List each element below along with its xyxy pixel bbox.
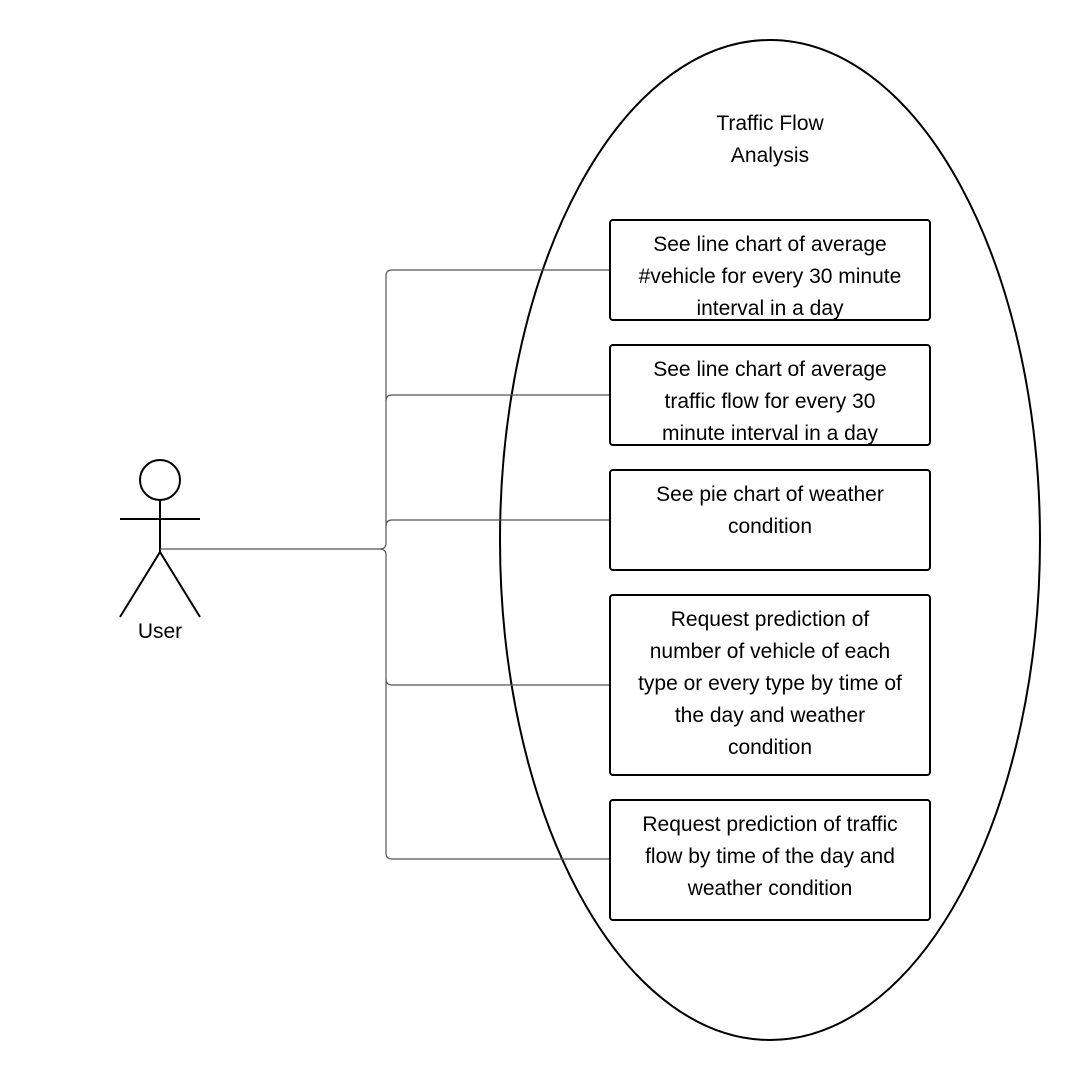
usecase-label: See pie chart of weather condition xyxy=(656,483,884,538)
usecase-label: See line chart of average #vehicle for e… xyxy=(638,233,902,320)
connector-usecase-2 xyxy=(385,394,610,402)
usecase-predict-vehicle-count[interactable]: Request prediction of number of vehicle … xyxy=(609,594,931,776)
usecase-avg-traffic-flow-line-chart[interactable]: See line chart of average traffic flow f… xyxy=(609,344,931,446)
association-connectors xyxy=(160,269,610,860)
usecase-label: Request prediction of traffic flow by ti… xyxy=(642,813,898,900)
usecase-predict-traffic-flow[interactable]: Request prediction of traffic flow by ti… xyxy=(609,799,931,921)
usecase-label: See line chart of average traffic flow f… xyxy=(653,358,887,445)
usecase-avg-vehicle-line-chart[interactable]: See line chart of average #vehicle for e… xyxy=(609,219,931,321)
system-title-line2: Analysis xyxy=(730,144,810,167)
system-title: Traffic Flow Analysis xyxy=(670,108,870,172)
system-boundary xyxy=(499,39,1041,1041)
actor-left-leg xyxy=(119,551,161,618)
connector-usecase-3 xyxy=(385,519,610,527)
usecase-label: Request prediction of number of vehicle … xyxy=(638,608,902,759)
connector-usecase-1 xyxy=(379,269,610,550)
connector-usecase-4 xyxy=(379,548,610,686)
connector-usecase-5 xyxy=(385,679,610,860)
actor-head xyxy=(139,459,181,501)
usecase-weather-pie-chart[interactable]: See pie chart of weather condition xyxy=(609,469,931,571)
actor-right-leg xyxy=(159,551,201,618)
system-title-line1: Traffic Flow xyxy=(716,112,824,135)
user-actor-icon xyxy=(119,459,201,618)
actor-label: User xyxy=(137,620,183,643)
